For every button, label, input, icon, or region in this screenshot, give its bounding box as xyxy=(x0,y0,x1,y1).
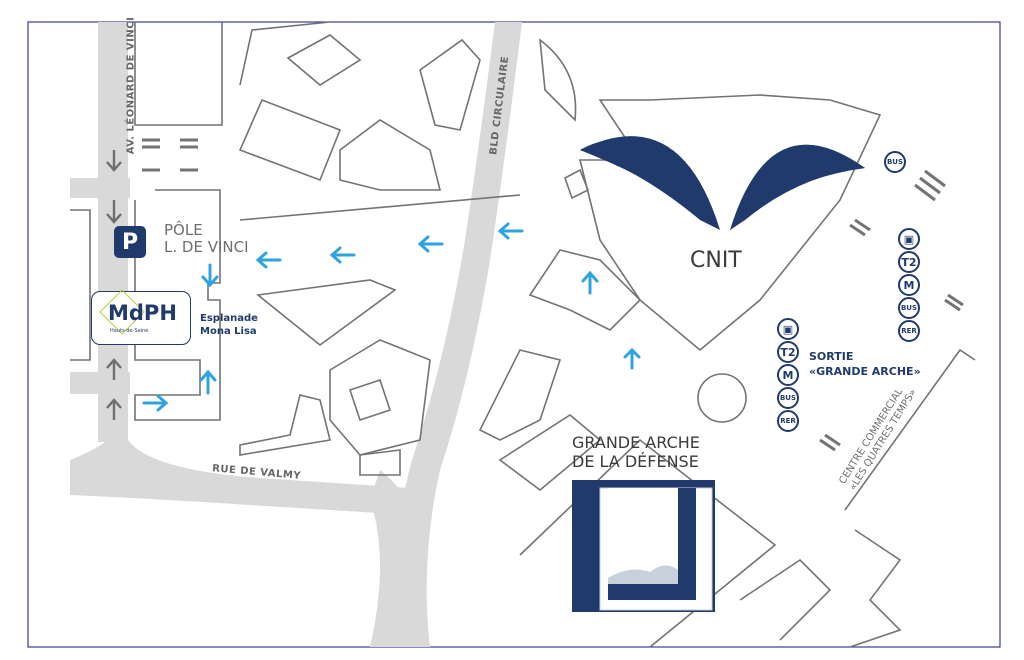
bus-icon: BUS xyxy=(898,297,920,319)
road-branch-1 xyxy=(70,178,130,198)
rer-icon: RER xyxy=(898,320,920,342)
street-label-leonard: AV. LÉONARD DE VINCI xyxy=(125,16,137,155)
parking-icon: P xyxy=(114,226,146,258)
t2-icon: T2 xyxy=(777,341,799,363)
sortie-line2: «GRANDE ARCHE» xyxy=(809,365,921,378)
train-icon: ▣ xyxy=(898,228,920,250)
pole-line2: L. DE VINCI xyxy=(164,238,249,256)
arche-label: GRANDE ARCHE DE LA DÉFENSE xyxy=(572,433,700,471)
pole-label: PÔLE L. DE VINCI xyxy=(164,222,249,256)
arche-line2: DE LA DÉFENSE xyxy=(572,452,699,471)
mdph-logo: MdPH Hauts-de-Seine xyxy=(91,289,191,345)
road-valmy xyxy=(70,420,410,515)
stairs xyxy=(142,138,964,452)
esplanade-line2: Mona Lisa xyxy=(200,326,257,337)
grande-arche-icon xyxy=(572,480,715,612)
road-circulaire xyxy=(394,22,522,647)
cnit-label: CNIT xyxy=(690,248,742,273)
bus-icon: BUS xyxy=(777,387,799,409)
esplanade-line1: Esplanade xyxy=(200,313,258,324)
pole-line1: PÔLE xyxy=(164,221,203,239)
direction-arrows xyxy=(142,222,641,412)
road-arrows xyxy=(106,150,122,420)
road-branch-2 xyxy=(70,372,130,394)
sortie-line1: SORTIE xyxy=(809,350,854,363)
metro-icon: M xyxy=(777,364,799,386)
metro-icon: M xyxy=(898,274,920,296)
sortie-label: SORTIE «GRANDE ARCHE» xyxy=(809,349,921,379)
bus-icon: BUS xyxy=(884,151,906,173)
arche-line1: GRANDE ARCHE xyxy=(572,433,700,452)
mdph-logo-text: MdPH xyxy=(108,301,177,325)
train-icon: ▣ xyxy=(777,318,799,340)
t2-icon: T2 xyxy=(898,251,920,273)
roads xyxy=(70,22,522,647)
road-ramp xyxy=(370,470,420,647)
esplanade-label: Esplanade Mona Lisa xyxy=(200,312,258,338)
mdph-logo-sub: Hauts-de-Seine xyxy=(110,328,149,334)
rer-icon: RER xyxy=(777,410,799,432)
